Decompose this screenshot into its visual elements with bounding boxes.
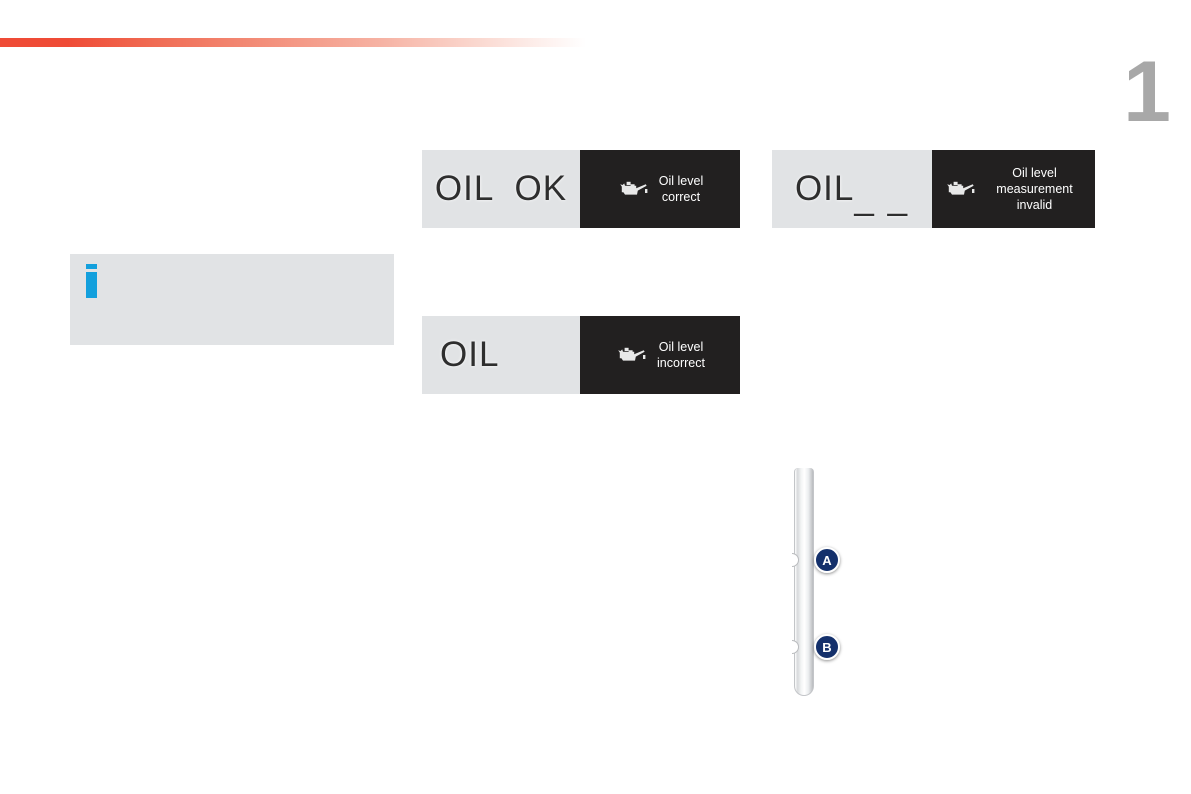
- lcd-panel-oil-incorrect: OIL: [422, 316, 580, 394]
- info-icon-stem: [86, 272, 97, 298]
- lcd-text-oil-incorrect: OIL: [440, 335, 500, 374]
- oil-can-icon: [619, 181, 648, 195]
- oil-can-icon: [947, 181, 975, 195]
- caption-text-oil-ok: Oil level correct: [659, 173, 703, 206]
- dipstick-marker-b: B: [814, 634, 840, 660]
- oil-can-icon: [618, 347, 646, 361]
- caption-line-2: correct: [661, 190, 701, 204]
- dipstick-marker-a: A: [814, 547, 840, 573]
- caption-line-1: Oil level: [658, 173, 704, 188]
- lcd-panel-oil-invalid: OIL_ _: [772, 150, 932, 228]
- caption-line-2: incorrect: [657, 356, 705, 370]
- caption-line-1: Oil level: [658, 339, 704, 354]
- dipstick-rod: [794, 468, 814, 696]
- oil-dipstick-figure: A B: [780, 468, 910, 700]
- display-example-oil-incorrect: OIL Oil level incorrect: [422, 316, 740, 394]
- info-icon: [86, 264, 97, 298]
- caption-text-oil-incorrect: Oil level incorrect: [657, 339, 705, 372]
- caption-panel-oil-incorrect: Oil level incorrect: [580, 316, 740, 394]
- lcd-dashes: _ _: [854, 178, 910, 217]
- top-accent-rule: [0, 38, 586, 47]
- chapter-number: 1: [1123, 44, 1171, 140]
- caption-panel-oil-invalid: Oil level measurement invalid: [932, 150, 1095, 228]
- info-icon-dot: [86, 264, 97, 269]
- display-example-oil-ok: OIL OK Oil level correct: [422, 150, 740, 228]
- caption-panel-oil-ok: Oil level correct: [580, 150, 740, 228]
- lcd-text-oil-invalid: OIL_ _: [794, 169, 910, 217]
- caption-text-oil-invalid: Oil level measurement invalid: [986, 165, 1083, 214]
- info-note-box: [70, 254, 394, 345]
- display-example-oil-invalid: OIL_ _ Oil level measurement invalid: [772, 150, 1095, 228]
- caption-line-1: Oil level measurement: [996, 165, 1073, 196]
- caption-line-2: invalid: [1016, 198, 1053, 213]
- lcd-panel-oil-ok: OIL OK: [422, 150, 580, 228]
- lcd-text-oil-ok: OIL OK: [434, 169, 568, 208]
